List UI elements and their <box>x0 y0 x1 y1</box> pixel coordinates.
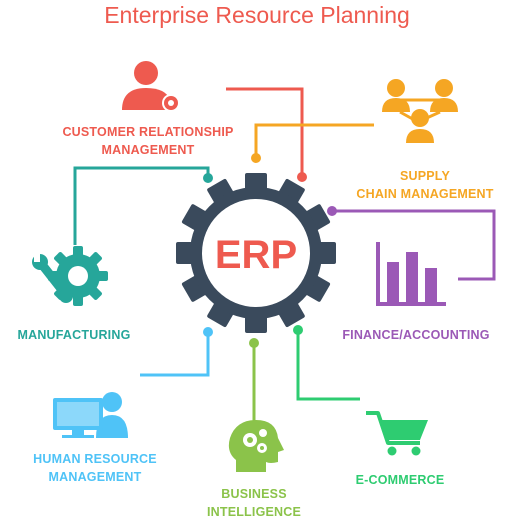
hrm-connector <box>140 332 210 377</box>
scm-connector <box>254 123 374 157</box>
ecommerce-dot <box>293 325 303 335</box>
hrm-label-line2: MANAGEMENT <box>48 470 142 484</box>
hrm-dot <box>203 327 213 337</box>
scm-label-line2: CHAIN MANAGEMENT <box>356 187 494 201</box>
scm-label: SUPPLY CHAIN MANAGEMENT <box>340 167 510 203</box>
scm-dot <box>251 153 261 163</box>
head-gears-icon <box>228 420 284 472</box>
hrm-label-line1: HUMAN RESOURCE <box>33 452 157 466</box>
hrm-label: HUMAN RESOURCE MANAGEMENT <box>20 450 170 486</box>
bi-label: BUSINESS INTELLIGENCE <box>194 485 314 521</box>
shopping-cart-icon <box>366 411 428 456</box>
bi-label-line2: INTELLIGENCE <box>206 505 302 519</box>
crm-label: CUSTOMER RELATIONSHIP MANAGEMENT <box>48 123 248 159</box>
ecommerce-label-line1: E-COMMERCE <box>355 473 445 487</box>
manufacturing-label: MANUFACTURING <box>6 326 142 344</box>
bar-chart-icon <box>376 242 446 306</box>
manufacturing-dot <box>203 173 213 183</box>
finance-dot <box>327 206 337 216</box>
scm-label-line1: SUPPLY <box>399 169 451 183</box>
diagram-title: Enterprise Resource Planning <box>104 2 410 28</box>
manufacturing-connector <box>73 166 210 245</box>
manufacturing-label-line1: MANUFACTURING <box>17 328 131 342</box>
finance-label: FINANCE/ACCOUNTING <box>330 326 502 344</box>
crm-label-line1: CUSTOMER RELATIONSHIP <box>62 125 234 139</box>
erp-gear-icon <box>176 173 336 333</box>
person-gear-icon <box>122 61 180 112</box>
people-network-icon <box>382 79 458 143</box>
crm-dot <box>297 172 307 182</box>
finance-connector <box>332 209 496 281</box>
erp-center-label: ERP <box>215 233 297 277</box>
finance-label-line1: FINANCE/ACCOUNTING <box>342 328 490 342</box>
ecommerce-label: E-COMMERCE <box>345 471 455 489</box>
person-computer-icon <box>53 392 128 438</box>
crm-label-line2: MANAGEMENT <box>101 143 195 157</box>
crm-connector <box>226 87 304 175</box>
ecommerce-connector <box>296 330 360 401</box>
wrench-gear-icon <box>32 246 108 306</box>
bi-dot <box>249 338 259 348</box>
bi-label-line1: BUSINESS <box>221 487 287 501</box>
